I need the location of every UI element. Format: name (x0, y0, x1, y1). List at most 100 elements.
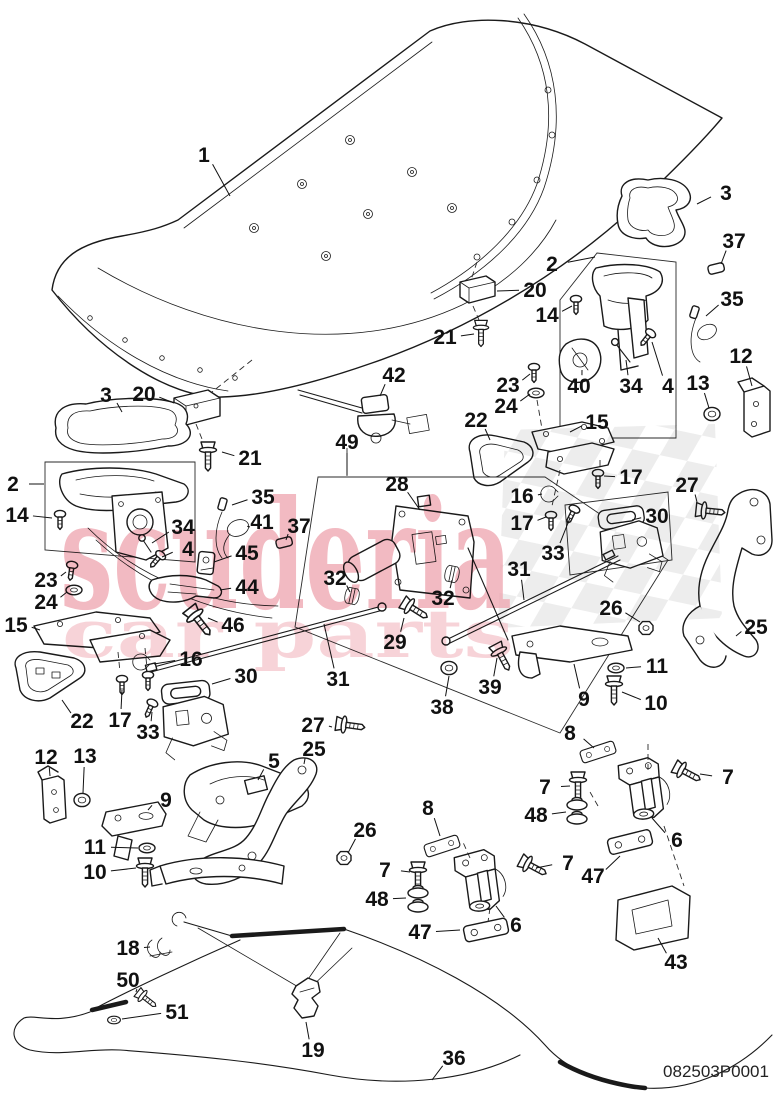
part-label-39: 39 (478, 676, 501, 699)
leader-line-45 (213, 555, 232, 563)
part-label-6: 6 (510, 914, 522, 937)
leader-line-33 (150, 711, 153, 722)
part-label-36: 36 (442, 1047, 465, 1070)
drawing-code: 082503P0001 (663, 1062, 769, 1081)
part-label-16: 16 (179, 648, 202, 671)
leader-line-37 (720, 250, 727, 265)
leader-line-28 (407, 491, 421, 511)
part-label-9: 9 (160, 789, 172, 812)
leader-line-47 (605, 855, 621, 870)
sensor-42 (297, 389, 430, 444)
part-label-34: 34 (619, 375, 643, 398)
leader-line-36 (431, 1065, 444, 1081)
rubber-surround-22-left (14, 651, 86, 702)
screw-23-right (527, 362, 541, 384)
washer-51 (107, 1015, 121, 1025)
seal-gasket-3-left (54, 397, 191, 454)
leader-line-17 (537, 516, 547, 521)
gasket-plate-43 (615, 885, 691, 951)
part-label-7: 7 (722, 766, 734, 789)
leader-line-51 (121, 1012, 162, 1020)
leader-line-10 (110, 867, 137, 872)
bolt-27-left (334, 714, 367, 737)
part-label-30: 30 (645, 505, 668, 528)
leader-line-17 (120, 689, 123, 710)
leader-line-21 (221, 451, 235, 457)
leader-line-23 (522, 373, 531, 381)
leader-line-41 (247, 525, 251, 528)
pull-pin-35-right (689, 305, 717, 363)
cap-37-right (707, 262, 726, 275)
screw-33-left (140, 696, 160, 721)
leader-line-10 (621, 691, 641, 701)
part-label-27: 27 (301, 714, 324, 737)
part-label-13: 13 (686, 372, 709, 395)
bracket-12-left (37, 765, 67, 824)
part-label-34: 34 (171, 516, 195, 539)
hood-panel-part-1 (51, 13, 723, 398)
nut-26-left (336, 850, 352, 866)
part-label-11: 11 (646, 655, 669, 678)
bolt-21-left (198, 441, 218, 472)
part-label-2: 2 (546, 253, 558, 276)
part-label-20: 20 (132, 383, 155, 406)
assembly-dash (589, 742, 685, 887)
part-label-21: 21 (433, 326, 457, 349)
leader-line-34 (151, 531, 170, 544)
leader-line-21 (460, 333, 475, 337)
part-label-12: 12 (729, 345, 752, 368)
leader-line-22 (61, 699, 72, 714)
leader-line-22 (484, 428, 491, 441)
cable-clamp-19 (291, 977, 321, 1019)
leader-line-15 (31, 626, 41, 631)
leader-line-4 (161, 551, 173, 558)
leader-line-6 (495, 905, 505, 918)
leader-line-5 (257, 769, 265, 781)
part-label-12: 12 (34, 746, 57, 769)
leader-line-29 (400, 617, 405, 632)
leader-line-12 (746, 366, 753, 387)
leader-line-27 (694, 494, 698, 503)
part-label-7: 7 (539, 776, 551, 799)
lock-support-15-left (33, 611, 171, 673)
part-label-8: 8 (564, 722, 576, 745)
leader-line-1 (212, 164, 231, 197)
part-label-32: 32 (431, 587, 454, 610)
leader-line-27 (328, 725, 333, 728)
leader-line-19 (305, 1021, 310, 1040)
washer-11-right (607, 662, 625, 674)
part-label-4: 4 (662, 375, 674, 398)
base-plate-47-left (462, 916, 510, 944)
part-label-35: 35 (720, 288, 744, 311)
leader-line-7 (535, 864, 553, 869)
part-label-38: 38 (430, 696, 454, 719)
leader-line-43 (657, 937, 667, 954)
leader-line-4 (651, 341, 664, 376)
leader-line-11 (110, 846, 139, 849)
part-label-49: 49 (335, 431, 358, 454)
leader-line-11 (625, 666, 642, 669)
assembly-dash (536, 399, 546, 447)
hinge-arm-25-left (149, 757, 318, 887)
part-label-7: 7 (379, 859, 391, 882)
part-label-41: 41 (250, 511, 274, 534)
part-label-43: 43 (664, 951, 687, 974)
part-label-22: 22 (464, 409, 487, 432)
cable-clip-18 (147, 937, 173, 958)
part-label-23: 23 (496, 374, 519, 397)
leader-line-6 (651, 817, 666, 834)
part-label-16: 16 (510, 485, 533, 508)
washer-24-right (527, 387, 545, 399)
part-label-15: 15 (585, 411, 609, 434)
assembly-2-left (44, 461, 196, 563)
part-label-15: 15 (4, 614, 28, 637)
leader-line-47 (435, 929, 461, 932)
part-label-25: 25 (744, 616, 768, 639)
part-label-32: 32 (323, 567, 346, 590)
leader-line-18 (143, 946, 151, 948)
part-label-7: 7 (562, 852, 574, 875)
anchor-plate-9-right (511, 625, 633, 679)
bolt-7-c (515, 851, 551, 882)
leader-line-16 (537, 493, 543, 496)
leader-line-25 (735, 631, 742, 637)
